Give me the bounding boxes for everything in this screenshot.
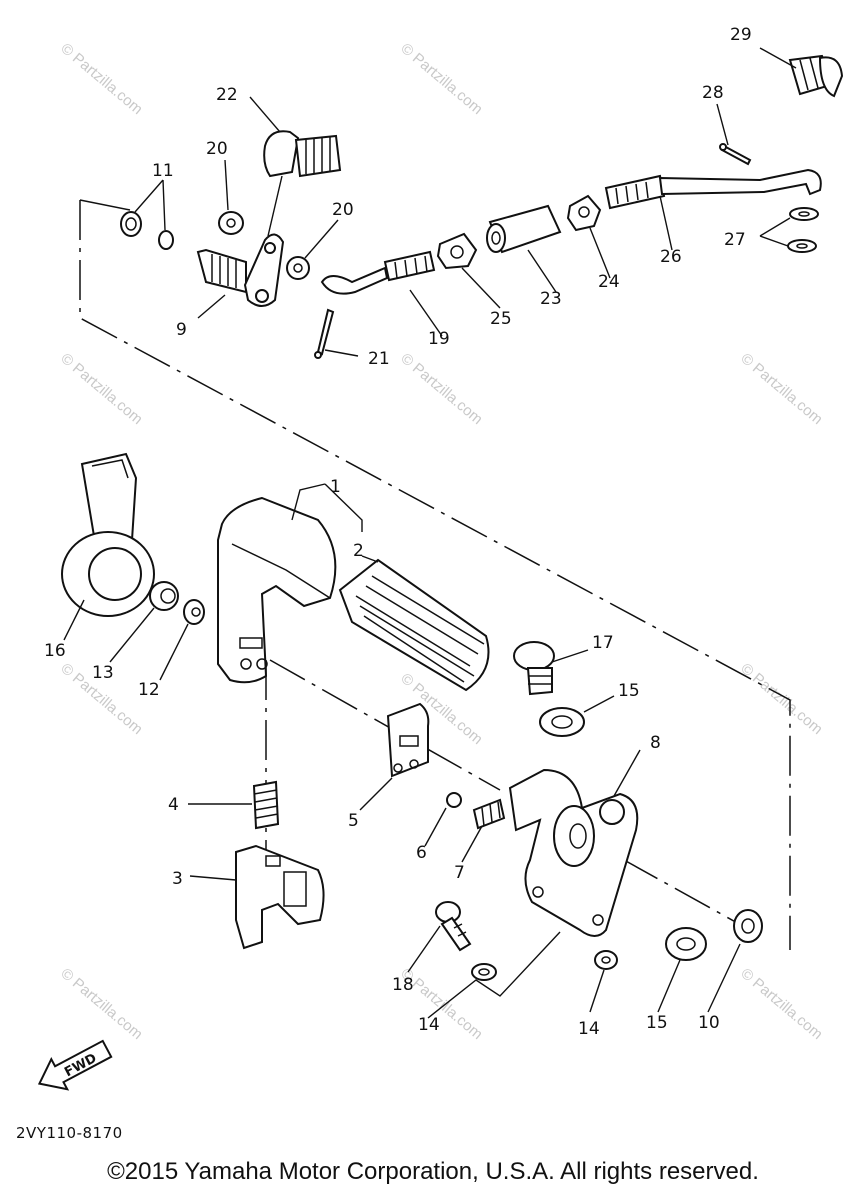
part-19-shift-rod	[320, 250, 436, 295]
watermark: © Partzilla.com	[57, 40, 145, 118]
watermark: © Partzilla.com	[737, 660, 825, 738]
part-8-bracket	[508, 768, 639, 937]
callout-6: 6	[416, 843, 427, 863]
leader-lines	[63, 47, 797, 1019]
part-25-nut	[436, 232, 478, 270]
watermark: © Partzilla.com	[737, 350, 825, 428]
callout-24: 24	[598, 272, 620, 292]
callout-22: 22	[216, 85, 238, 105]
callout-12: 12	[138, 680, 160, 700]
part-2-grip	[338, 558, 490, 692]
diagram-code: 2VY110-8170	[16, 1124, 123, 1142]
callout-15: 15	[646, 1013, 668, 1033]
part-4-spring	[252, 780, 280, 830]
callout-9: 9	[176, 320, 187, 340]
callout-16: 16	[44, 641, 66, 661]
watermark: © Partzilla.com	[57, 350, 145, 428]
part-26-shift-rod	[604, 168, 822, 210]
assembly-outline	[79, 199, 791, 950]
callout-2: 2	[353, 541, 364, 561]
part-21-cotter-pin	[314, 308, 335, 359]
part-5-lock-plate	[386, 702, 430, 778]
part-22-joint	[263, 130, 342, 178]
part-27-washer	[787, 207, 819, 253]
part-14-washer	[471, 950, 618, 981]
callout-19: 19	[428, 329, 450, 349]
callout-25: 25	[490, 309, 512, 329]
callout-11: 11	[152, 161, 174, 181]
watermark: © Partzilla.com	[397, 350, 485, 428]
part-3-lock	[235, 844, 325, 950]
part-17-bolt	[513, 641, 555, 696]
watermark: © Partzilla.com	[57, 965, 145, 1043]
callout-labels: 11 20 22 20 9 21 19 25 23 24 26 27 28 29…	[44, 25, 752, 1039]
callout-18: 18	[392, 975, 414, 995]
copyright-notice: ©2015 Yamaha Motor Corporation, U.S.A. A…	[107, 1158, 759, 1185]
part-29-joint	[788, 54, 844, 98]
part-15-washer	[665, 927, 707, 961]
callout-14: 14	[418, 1015, 440, 1035]
part-16-lever-cover	[61, 452, 155, 617]
part-28-cotter-pin	[719, 143, 752, 166]
part-13-bushing	[149, 581, 179, 611]
watermark: © Partzilla.com	[397, 40, 485, 118]
callout-4: 4	[168, 795, 179, 815]
callout-17: 17	[592, 633, 614, 653]
callout-14: 14	[578, 1019, 600, 1039]
callout-7: 7	[454, 863, 465, 883]
part-9-shift-shaft	[196, 233, 285, 307]
callout-5: 5	[348, 811, 359, 831]
callout-20: 20	[332, 200, 354, 220]
fwd-arrow-icon: FWD	[37, 1039, 113, 1091]
callout-27: 27	[724, 230, 746, 250]
callout-20: 20	[206, 139, 228, 159]
callout-29: 29	[730, 25, 752, 45]
callout-15: 15	[618, 681, 640, 701]
part-23-adjuster-sleeve	[486, 204, 562, 254]
part-18-bolt	[435, 901, 472, 952]
part-7-spring	[472, 798, 506, 830]
callout-28: 28	[702, 83, 724, 103]
part-6-ball	[446, 792, 462, 808]
part-10-washer	[733, 909, 763, 943]
part-11-washer	[120, 211, 174, 250]
callout-8: 8	[650, 733, 661, 753]
callout-26: 26	[660, 247, 682, 267]
part-12-washer	[183, 599, 205, 625]
part-24-nut	[566, 194, 602, 232]
callout-3: 3	[172, 869, 183, 889]
callout-10: 10	[698, 1013, 720, 1033]
callout-1: 1	[330, 477, 341, 497]
callout-13: 13	[92, 663, 114, 683]
watermark: © Partzilla.com	[737, 965, 825, 1043]
part-1-lever-assembly	[217, 496, 337, 684]
callout-21: 21	[368, 349, 390, 369]
callout-23: 23	[540, 289, 562, 309]
part-15-washer	[539, 707, 585, 737]
part-20-washer	[218, 211, 310, 280]
